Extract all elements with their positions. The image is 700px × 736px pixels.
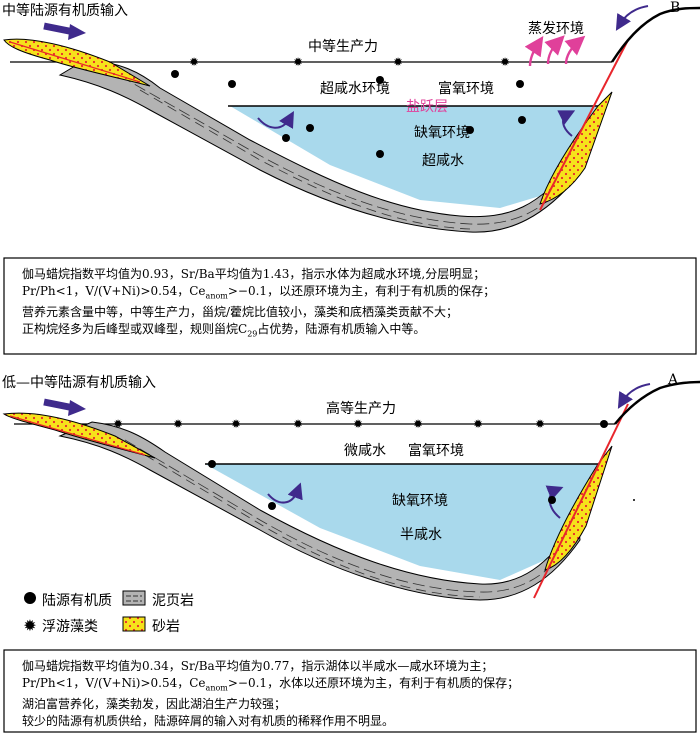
svg-text:✹: ✹ (189, 55, 199, 69)
top-text-box (3, 257, 697, 355)
bottom-anoxic-label: 缺氧环境 (392, 493, 448, 509)
top-line-1: 伽马蜡烷指数平均值为0.93，Sr/Ba平均值为1.43，指示水体为超咸水环境,… (22, 267, 486, 281)
bottom-description: 伽马蜡烷指数平均值为0.34，Sr/Ba平均值为0.77，指示湖体以半咸水—咸水… (22, 658, 519, 729)
svg-text:✹: ✹ (173, 417, 183, 431)
top-productivity-label: 中等生产力 (308, 39, 378, 55)
svg-text:✹: ✹ (353, 417, 363, 431)
top-hill (610, 6, 700, 63)
legend-algae-symbol: ✹ (23, 616, 36, 635)
legend-organic-label: 陆源有机质 (42, 593, 112, 609)
top-water (230, 106, 598, 208)
svg-text:✹: ✹ (413, 417, 423, 431)
svg-text:✹: ✹ (231, 417, 241, 431)
legend-organic-symbol (24, 592, 36, 604)
bottom-text-box (3, 649, 697, 733)
legend-algae-label: 浮游藻类 (42, 619, 98, 635)
svg-text:✹: ✹ (293, 55, 303, 69)
legend-sandstone-label: 砂岩 (152, 619, 180, 635)
bottom-hill (614, 380, 700, 425)
svg-text:✹: ✹ (393, 55, 403, 69)
svg-text:✹: ✹ (500, 55, 510, 69)
top-line-3: 营养元素含量中等，中等生产力，甾烷/藿烷比值较小，藻类和底栖藻类贡献不大； (22, 305, 459, 320)
bottom-a-arrow (617, 383, 651, 409)
top-salt-layer-label: 盐跃层 (406, 99, 448, 115)
legend-sandstone-symbol (122, 616, 146, 632)
bottom-line-4: 较少的陆源有机质供给，陆源碎屑的输入对有机质的稀释作用不明显。 (22, 713, 395, 728)
bottom-water-label: 半咸水 (400, 527, 442, 543)
top-left-zone-label: 超咸水环境 (320, 81, 390, 97)
bottom-water (205, 464, 598, 580)
bottom-productivity-label: 高等生产力 (326, 401, 396, 417)
top-water-label: 超咸水 (422, 153, 464, 169)
svg-text:✹: ✹ (473, 417, 483, 431)
bottom-input-label: 低—中等陆源有机质输入 (2, 375, 156, 391)
top-right-zone-label: 富氧环境 (438, 81, 494, 97)
bottom-zone-b-label: 富氧环境 (408, 443, 464, 459)
bottom-letter-a: A (668, 372, 679, 388)
top-evaporation-label: 蒸发环境 (528, 21, 584, 37)
top-b-arrow (615, 5, 649, 31)
top-input-label: 中等陆源有机质输入 (2, 3, 128, 19)
legend-mudstone-symbol (122, 590, 146, 606)
top-line-4: 正构烷烃多为后峰型或双峰型，规则甾烷C29占优势，陆源有机质输入中等。 (22, 321, 426, 339)
top-fault-line (539, 39, 629, 211)
svg-text:✹: ✹ (293, 417, 303, 431)
svg-text:✹: ✹ (535, 417, 545, 431)
top-description: 伽马蜡烷指数平均值为0.93，Sr/Ba平均值为1.43，指示水体为超咸水环境,… (22, 266, 495, 343)
top-line-2: Pr/Ph<1，V/(V+Ni)>0.54，Ceanom>−0.1，以还原环境为… (22, 283, 496, 300)
bottom-zone-a-label: 微咸水 (344, 443, 386, 459)
bottom-panel: ✹ ✹ ✹ ✹ ✹ ✹ ✹ ✹ ✹ (2, 380, 700, 635)
bottom-fault-line (533, 403, 629, 599)
bottom-input-arrow (43, 398, 75, 412)
bottom-line-1: 伽马蜡烷指数平均值为0.34，Sr/Ba平均值为0.77，指示湖体以半咸水—咸水… (22, 659, 494, 673)
svg-text:✹: ✹ (113, 417, 123, 431)
legend-mudstone-label: 泥页岩 (152, 593, 194, 609)
top-anoxic-label: 缺氧环境 (414, 125, 470, 141)
bottom-line-3: 湖泊富营养化，藻类勃发，因此湖泊生产力较强； (22, 697, 287, 712)
bottom-line-2: Pr/Ph<1，V/(V+Ni)>0.54，Ceanom>−0.1，水体以还原环… (22, 675, 520, 692)
top-letter-b: B (670, 0, 681, 16)
top-input-arrow (43, 22, 75, 36)
top-panel: ✹ ✹ ✹ ✹ (3, 5, 700, 233)
